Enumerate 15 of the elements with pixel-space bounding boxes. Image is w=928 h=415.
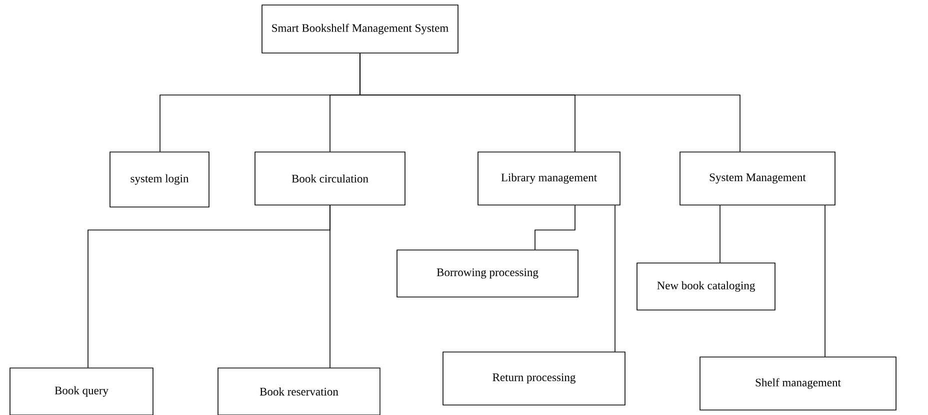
connector-line: [360, 53, 740, 152]
process-box: system login: [110, 152, 210, 208]
process-box: Library management: [478, 152, 620, 206]
process-box: New book cataloging: [636, 262, 776, 310]
connector-line: [824, 205, 826, 357]
process-box: Book query: [10, 368, 154, 415]
process-box: Return processing: [442, 352, 626, 406]
process-box: System Management: [680, 152, 836, 206]
process-box: Smart Bookshelf Management System: [262, 4, 458, 54]
process-box: Book reservation: [218, 368, 380, 415]
connector-line: [534, 205, 576, 250]
process-box: Borrowing processing: [396, 250, 578, 298]
connector-line: [614, 205, 616, 352]
process-box: Book circulation: [254, 152, 406, 206]
process-box: Shelf management: [700, 356, 896, 410]
